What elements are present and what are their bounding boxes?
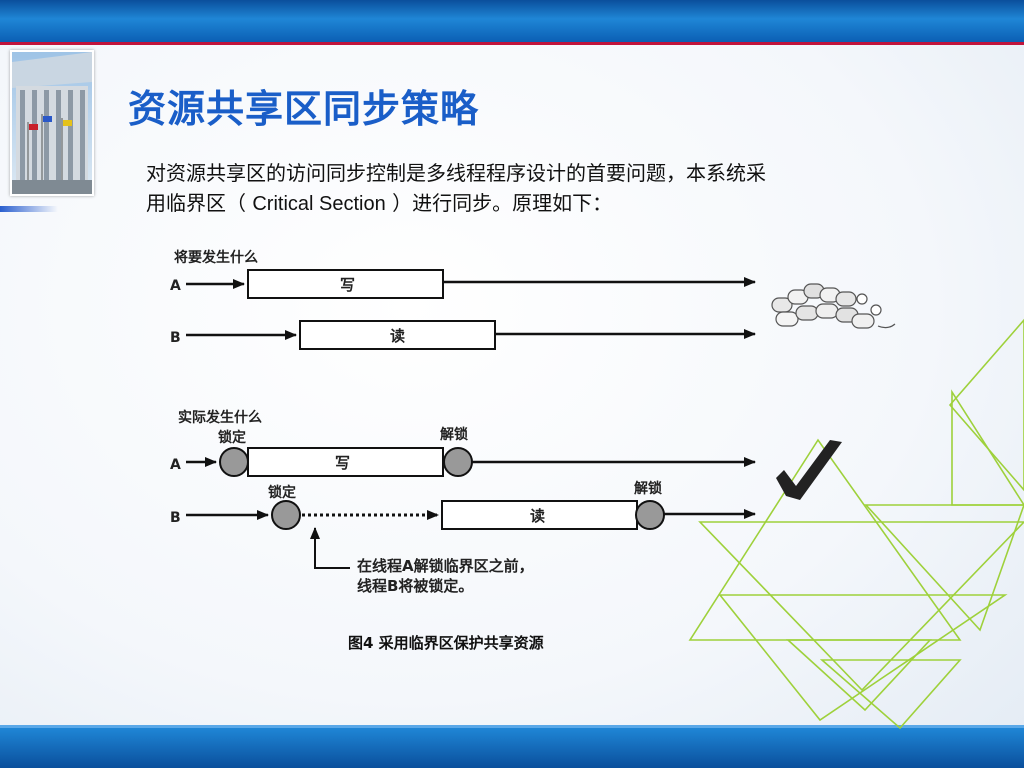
note-pointer-arrow <box>310 527 350 569</box>
caption-prefix: 图 <box>348 634 364 652</box>
note-line-1: 在线程A解锁临界区之前， <box>357 557 534 575</box>
write-box-bottom <box>247 447 444 477</box>
read-label-top: 读 <box>390 327 405 345</box>
lock-label-b: 锁定 <box>268 484 296 501</box>
unlock-circle-b <box>635 500 665 530</box>
thread-b-label-bottom: B <box>170 510 181 526</box>
bottom-accent-line <box>0 725 1024 728</box>
unlock-label-b: 解锁 <box>634 480 662 497</box>
read-box-bottom <box>441 500 638 530</box>
intro-paragraph: 对资源共享区的访问同步控制是多线程程序设计的首要问题，本系统采 用临界区（ Cr… <box>146 158 946 219</box>
thread-b-label-top: B <box>170 330 181 346</box>
unlock-circle-a <box>443 447 473 477</box>
intro-line-1: 对资源共享区的访问同步控制是多线程程序设计的首要问题，本系统采 <box>146 161 766 185</box>
intro-line-2-suffix: ）进行同步。原理如下： <box>385 191 613 215</box>
lock-label-a: 锁定 <box>218 429 246 446</box>
checkmark-icon <box>776 440 842 500</box>
top-accent-line <box>0 42 1024 45</box>
intro-line-2-prefix: 用临界区（ <box>146 191 253 215</box>
figure-caption: 图4 采用临界区保护共享资源 <box>348 632 544 653</box>
write-box-top <box>247 269 444 299</box>
thread-a-label-bottom: A <box>170 457 181 473</box>
write-label-top: 写 <box>340 276 355 294</box>
caption-number: 4 <box>363 634 374 652</box>
building-photo <box>10 50 94 196</box>
bottom-banner <box>0 728 1024 768</box>
note-line-2: 线程B将被锁定。 <box>357 577 473 595</box>
unlock-label-a: 解锁 <box>440 426 468 443</box>
write-label-bottom: 写 <box>335 454 350 472</box>
actual-heading: 实际发生什么 <box>178 409 262 426</box>
caption-text: 采用临界区保护共享资源 <box>373 634 544 652</box>
top-banner <box>0 0 1024 42</box>
lock-circle-b <box>271 500 301 530</box>
thread-a-label-top: A <box>170 278 181 294</box>
dynamite-icon <box>771 283 896 329</box>
slide-title: 资源共享区同步策略 <box>128 87 480 131</box>
lock-circle-a <box>219 447 249 477</box>
photo-accent-bar <box>0 206 58 212</box>
intro-term: Critical Section <box>252 193 386 215</box>
read-box-top <box>299 320 496 350</box>
expected-heading: 将要发生什么 <box>174 249 258 266</box>
read-label-bottom: 读 <box>530 507 545 525</box>
